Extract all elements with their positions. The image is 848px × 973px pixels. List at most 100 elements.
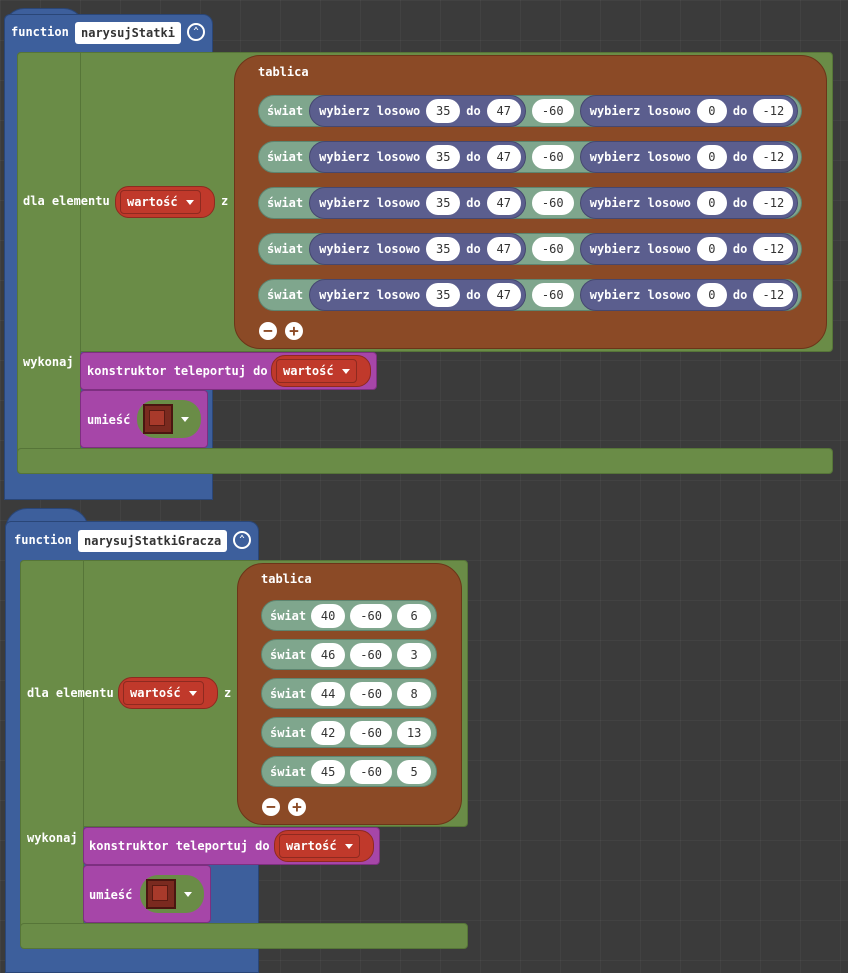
redstone-block-icon — [146, 879, 176, 909]
chevron-up-icon[interactable]: ⌃ — [187, 23, 205, 41]
z-coordinate-input[interactable]: 5 — [397, 759, 432, 784]
world-label: świat — [267, 196, 304, 210]
x-coordinate-input[interactable]: 44 — [311, 681, 346, 706]
z-coordinate-input[interactable]: 8 — [397, 681, 432, 706]
plus-circle-icon[interactable]: + — [285, 322, 303, 340]
teleport-variable-dropdown[interactable]: wartość — [274, 830, 374, 862]
y-coordinate-input[interactable]: -60 — [531, 237, 574, 261]
random-to-label: do — [732, 288, 748, 302]
random-to-label: do — [466, 150, 481, 164]
for-each-label: dla elementu — [23, 194, 110, 208]
random-from-input[interactable]: 0 — [696, 99, 727, 123]
world-label: świat — [267, 104, 304, 118]
z-coordinate-input[interactable]: 13 — [397, 720, 432, 745]
random-to-input[interactable]: -12 — [753, 237, 794, 261]
random-from-input[interactable]: 35 — [426, 191, 461, 215]
random-from-input[interactable]: 35 — [426, 283, 461, 307]
y-coordinate-input[interactable]: -60 — [350, 642, 393, 667]
array-label: tablica — [258, 65, 309, 79]
random-to-label: do — [466, 288, 481, 302]
function-name-field[interactable]: narysujStatkiGracza — [78, 530, 228, 552]
dropdown-arrow-icon — [188, 690, 197, 696]
world-label: świat — [267, 150, 304, 164]
minus-circle-icon[interactable]: − — [259, 322, 277, 340]
random-to-input[interactable]: -12 — [753, 283, 794, 307]
x-coordinate-input[interactable]: 46 — [311, 642, 346, 667]
place-label: umieść — [89, 888, 133, 902]
teleport-variable-dropdown[interactable]: wartość — [271, 355, 371, 387]
minus-circle-icon[interactable]: − — [262, 798, 280, 816]
y-coordinate-input[interactable]: -60 — [350, 759, 393, 784]
for-each-label: dla elementu — [27, 686, 114, 700]
x-coordinate-input[interactable]: 42 — [311, 720, 346, 745]
y-coordinate-input[interactable]: -60 — [531, 145, 574, 169]
z-coordinate-input[interactable]: 3 — [397, 642, 432, 667]
y-coordinate-input[interactable]: -60 — [531, 99, 574, 123]
random-from-input[interactable]: 35 — [426, 237, 461, 261]
x-coordinate-input[interactable]: 40 — [311, 603, 346, 628]
y-coordinate-input[interactable]: -60 — [350, 720, 393, 745]
loop-do-label: wykonaj — [27, 831, 78, 845]
function-name-field[interactable]: narysujStatki — [75, 22, 181, 44]
random-to-input[interactable]: -12 — [753, 191, 794, 215]
y-coordinate-input[interactable]: -60 — [350, 603, 393, 628]
world-label: świat — [267, 288, 304, 302]
block-picker[interactable] — [140, 875, 204, 913]
teleport-variable-name: wartość — [286, 839, 337, 853]
plus-circle-icon[interactable]: + — [288, 798, 306, 816]
y-coordinate-input[interactable]: -60 — [531, 283, 574, 307]
z-coordinate-input[interactable]: 6 — [397, 603, 432, 628]
random-pick-label: wybierz losowo — [319, 288, 421, 302]
loop-variable-dropdown[interactable]: wartość — [118, 677, 218, 709]
random-from-input[interactable]: 0 — [696, 237, 727, 261]
block-picker[interactable] — [137, 400, 201, 438]
dropdown-arrow-icon — [184, 891, 192, 897]
for-each-loop-footer — [20, 923, 468, 949]
random-from-input[interactable]: 0 — [696, 145, 727, 169]
random-to-input[interactable]: -12 — [753, 145, 794, 169]
random-pick-label: wybierz losowo — [319, 242, 421, 256]
y-coordinate-input[interactable]: -60 — [531, 191, 574, 215]
function-keyword: function — [11, 25, 69, 39]
random-from-input[interactable]: 0 — [696, 283, 727, 307]
random-to-input[interactable]: -12 — [753, 99, 794, 123]
y-coordinate-input[interactable]: -60 — [350, 681, 393, 706]
chevron-up-icon[interactable]: ⌃ — [233, 531, 251, 549]
place-label: umieść — [87, 413, 131, 427]
random-from-input[interactable]: 35 — [426, 145, 461, 169]
random-to-label: do — [732, 150, 748, 164]
random-from-input[interactable]: 0 — [696, 191, 727, 215]
random-to-input[interactable]: 47 — [486, 283, 521, 307]
random-pick-label: wybierz losowo — [319, 104, 421, 118]
loop-variable-dropdown[interactable]: wartość — [115, 186, 215, 218]
teleport-variable-name: wartość — [283, 364, 334, 378]
random-to-input[interactable]: 47 — [486, 237, 521, 261]
random-to-input[interactable]: 47 — [486, 145, 521, 169]
random-to-input[interactable]: 47 — [486, 99, 521, 123]
redstone-block-icon — [143, 404, 173, 434]
random-to-input[interactable]: 47 — [486, 191, 521, 215]
x-coordinate-input[interactable]: 45 — [311, 759, 346, 784]
random-from-input[interactable]: 35 — [426, 99, 461, 123]
world-label: świat — [270, 608, 307, 623]
random-pick-block[interactable]: wybierz losowo 35 do 47 — [309, 279, 526, 311]
